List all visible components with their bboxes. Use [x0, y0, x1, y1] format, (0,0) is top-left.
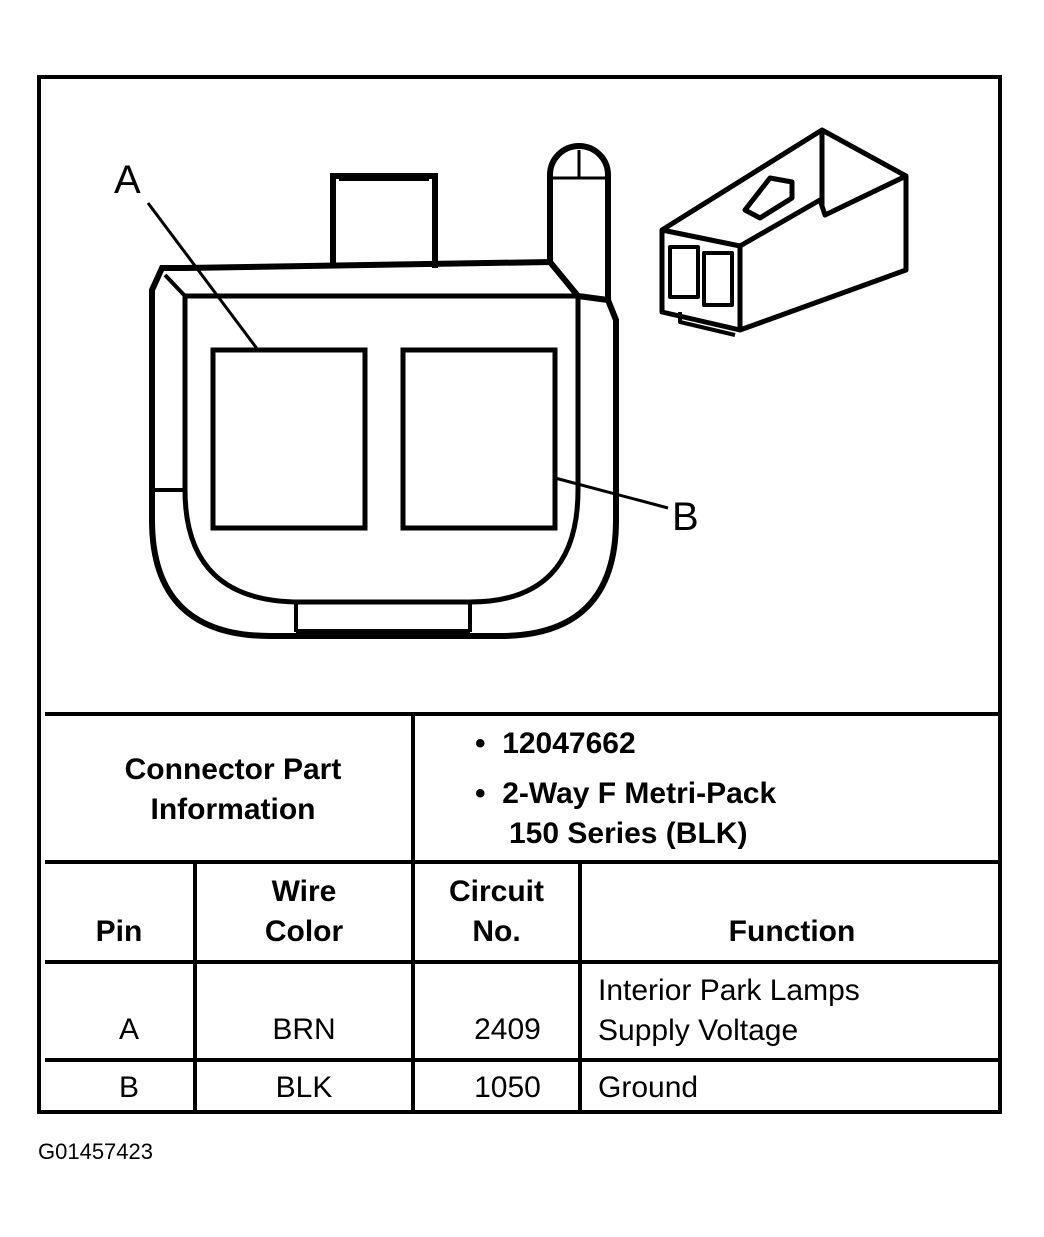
part-number: • 12047662: [475, 727, 636, 760]
connector-housing-3d: [659, 127, 909, 337]
figure-id: G01457423: [38, 1139, 153, 1164]
connector-description: • 2-Way F Metri-Pack 150 Series (BLK): [475, 777, 777, 850]
connector-table: Connector Part Information • 12047662 • …: [45, 712, 1002, 1114]
terminal-cavity-a: [210, 347, 368, 531]
row-a-wire-color: BRN: [272, 1013, 336, 1046]
row-b-pin: B: [118, 1071, 139, 1104]
header-pin: Pin: [95, 915, 143, 948]
connector-top-tab: [330, 173, 438, 268]
pin-a-callout: A: [114, 158, 141, 202]
row-b-function: Ground: [598, 1071, 699, 1104]
row-a-circuit: 2409: [474, 1013, 541, 1046]
connector-inner-body: [182, 293, 581, 605]
header-function: Function: [728, 915, 856, 948]
connector-outer-body: [149, 258, 619, 639]
terminal-cavity-b: [400, 347, 558, 531]
connector-face-diagram: [146, 127, 909, 639]
diagram-frame: [37, 75, 1002, 1114]
leader-line-a: [146, 202, 260, 351]
row-b-circuit: 1050: [474, 1071, 541, 1104]
row-a-pin: A: [118, 1013, 139, 1046]
connector-part-info-header: Connector Part Information: [124, 753, 342, 826]
connector-key-post: [547, 143, 611, 300]
pin-b-callout: B: [672, 495, 699, 539]
row-b-wire-color: BLK: [275, 1071, 333, 1104]
leader-line-b: [554, 476, 669, 510]
